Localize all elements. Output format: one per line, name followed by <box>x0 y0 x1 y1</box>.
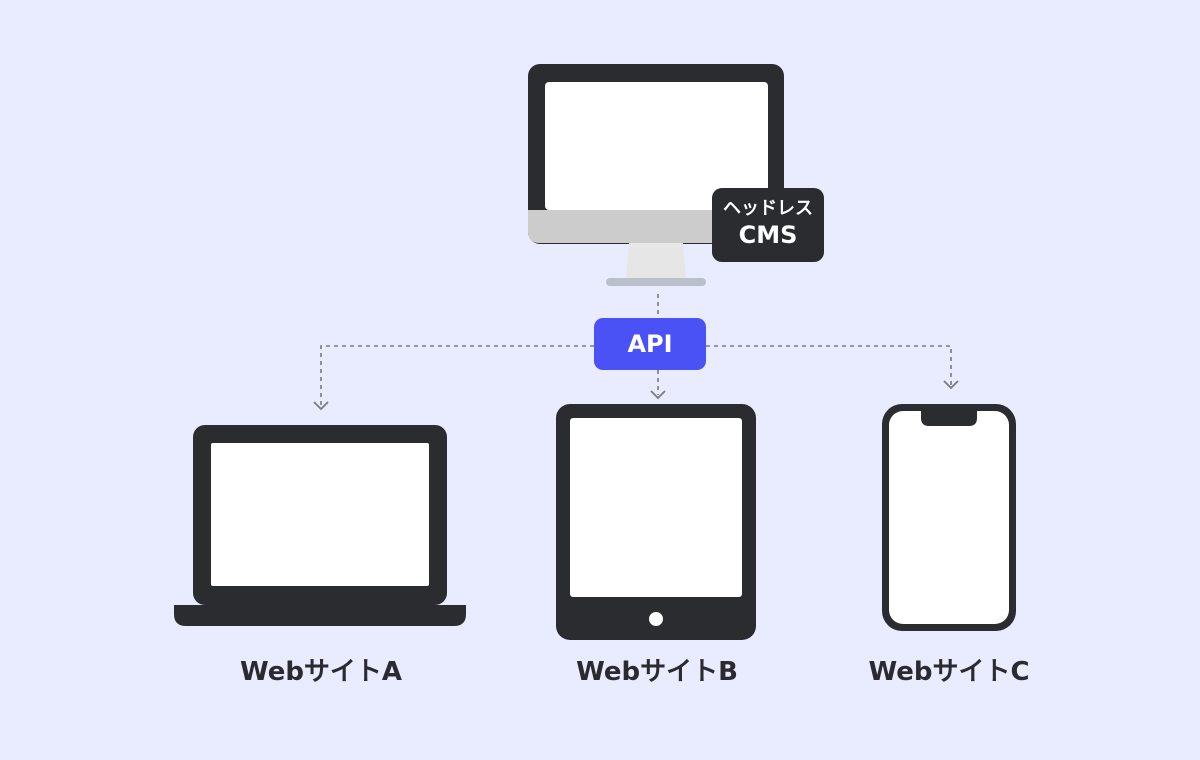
phone-screen <box>889 411 1009 624</box>
site-b-label: WebサイトB <box>576 657 738 687</box>
connector-api-to-c <box>706 345 952 385</box>
laptop-screen <box>211 443 429 586</box>
arrowhead-b <box>650 390 666 400</box>
monitor-base <box>606 278 706 286</box>
connector-api-to-a <box>320 345 594 406</box>
monitor-stand <box>626 243 686 280</box>
headless-cms-badge: ヘッドレス CMS <box>712 188 824 262</box>
tablet-icon <box>556 404 756 640</box>
cms-badge-line2: CMS <box>738 221 798 249</box>
site-a-label: WebサイトA <box>239 657 403 687</box>
site-c-label: WebサイトC <box>868 657 1030 687</box>
connectors <box>320 294 952 406</box>
laptop-icon <box>174 425 466 626</box>
arrowhead-a <box>313 401 329 411</box>
monitor-screen <box>545 82 768 210</box>
arrowhead-c <box>943 380 959 390</box>
phone-notch <box>921 410 977 426</box>
smartphone-icon <box>882 404 1016 631</box>
monitor-icon <box>528 64 784 286</box>
cms-badge-line1: ヘッドレス <box>723 198 813 219</box>
connector-arrowheads <box>313 380 959 411</box>
tablet-home-button <box>649 612 663 626</box>
api-badge: API <box>594 318 706 370</box>
laptop-base <box>174 605 466 626</box>
tablet-screen <box>570 418 742 597</box>
